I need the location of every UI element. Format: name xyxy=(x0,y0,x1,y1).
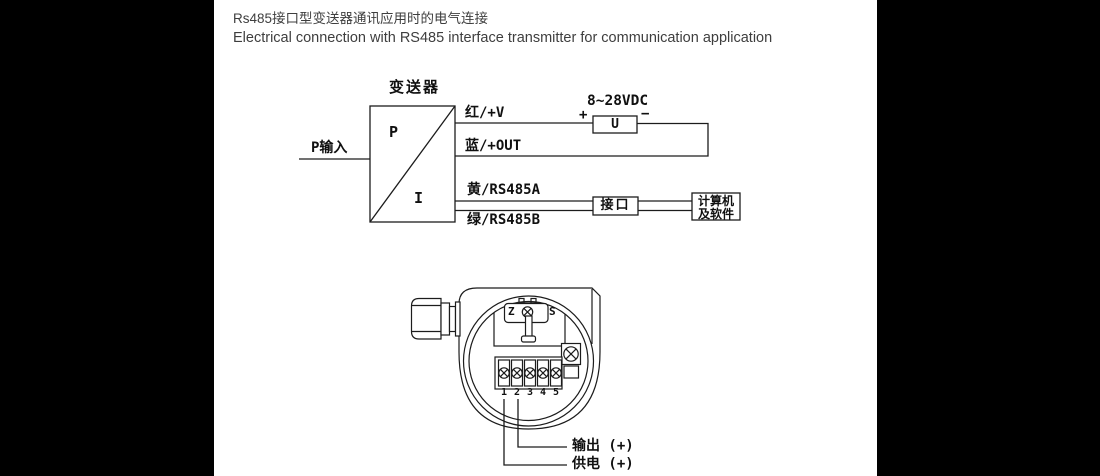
supply-plus-sign: + xyxy=(579,107,588,123)
callout-supply-label: 供电 (+) xyxy=(572,456,634,472)
terminal-number-3: 3 xyxy=(526,387,534,398)
computer-label: 计算机 及软件 xyxy=(692,195,740,220)
bezel-inner-circle xyxy=(468,300,589,422)
input-label: P输入 xyxy=(311,140,348,156)
wire-label-red: 红/+V xyxy=(465,105,505,121)
zero-span-panel xyxy=(503,297,549,343)
terminal-screw-icon xyxy=(537,367,549,379)
zero-label: Z xyxy=(508,305,515,318)
callout-line-output xyxy=(517,399,567,448)
terminal-block xyxy=(494,356,563,390)
page-title-zh: Rs485接口型变送器通讯应用时的电气连接 xyxy=(233,11,489,26)
terminal-number-1: 1 xyxy=(500,387,508,398)
transmitter-diagonal xyxy=(369,105,456,223)
wire-label-green: 绿/RS485B xyxy=(467,212,541,228)
page-title-en: Electrical connection with RS485 interfa… xyxy=(233,30,773,46)
terminal-number-4: 4 xyxy=(539,387,547,398)
ground-screw xyxy=(560,342,582,379)
supply-minus-sign: − xyxy=(641,106,650,122)
terminal-screw-icon xyxy=(524,367,536,379)
span-label: S xyxy=(549,305,556,318)
terminal-housing-view xyxy=(410,287,601,466)
computer-box xyxy=(691,192,741,221)
interface-label: 接口 xyxy=(600,198,631,213)
wiring-diagram xyxy=(299,105,741,223)
blue-out-wire xyxy=(455,122,709,157)
callout-output-label: 输出 (+) xyxy=(572,438,634,454)
terminal-number-2: 2 xyxy=(513,387,521,398)
adjuster-base xyxy=(520,335,537,343)
cable-gland xyxy=(410,297,461,340)
port-pressure-label: P xyxy=(389,123,399,141)
supply-rating-label: 8~28VDC xyxy=(587,93,649,109)
terminal-number-5: 5 xyxy=(552,387,560,398)
interface-box xyxy=(592,196,639,216)
terminal-screw-icon xyxy=(550,367,562,379)
computer-label-line1: 计算机 xyxy=(697,194,734,208)
port-current-label: I xyxy=(414,189,424,207)
terminal-screw-icon xyxy=(511,367,523,379)
power-supply-box xyxy=(592,115,638,134)
computer-label-line2: 及软件 xyxy=(697,206,734,221)
wire-label-yellow: 黄/RS485A xyxy=(467,182,541,198)
terminal-screw-icon xyxy=(498,367,510,379)
supply-symbol: U xyxy=(611,116,619,132)
wire-label-blue: 蓝/+OUT xyxy=(465,138,522,154)
adjuster-stem xyxy=(524,315,533,338)
transmitter-label: 变送器 xyxy=(389,78,441,96)
callout-line-supply xyxy=(503,399,567,466)
